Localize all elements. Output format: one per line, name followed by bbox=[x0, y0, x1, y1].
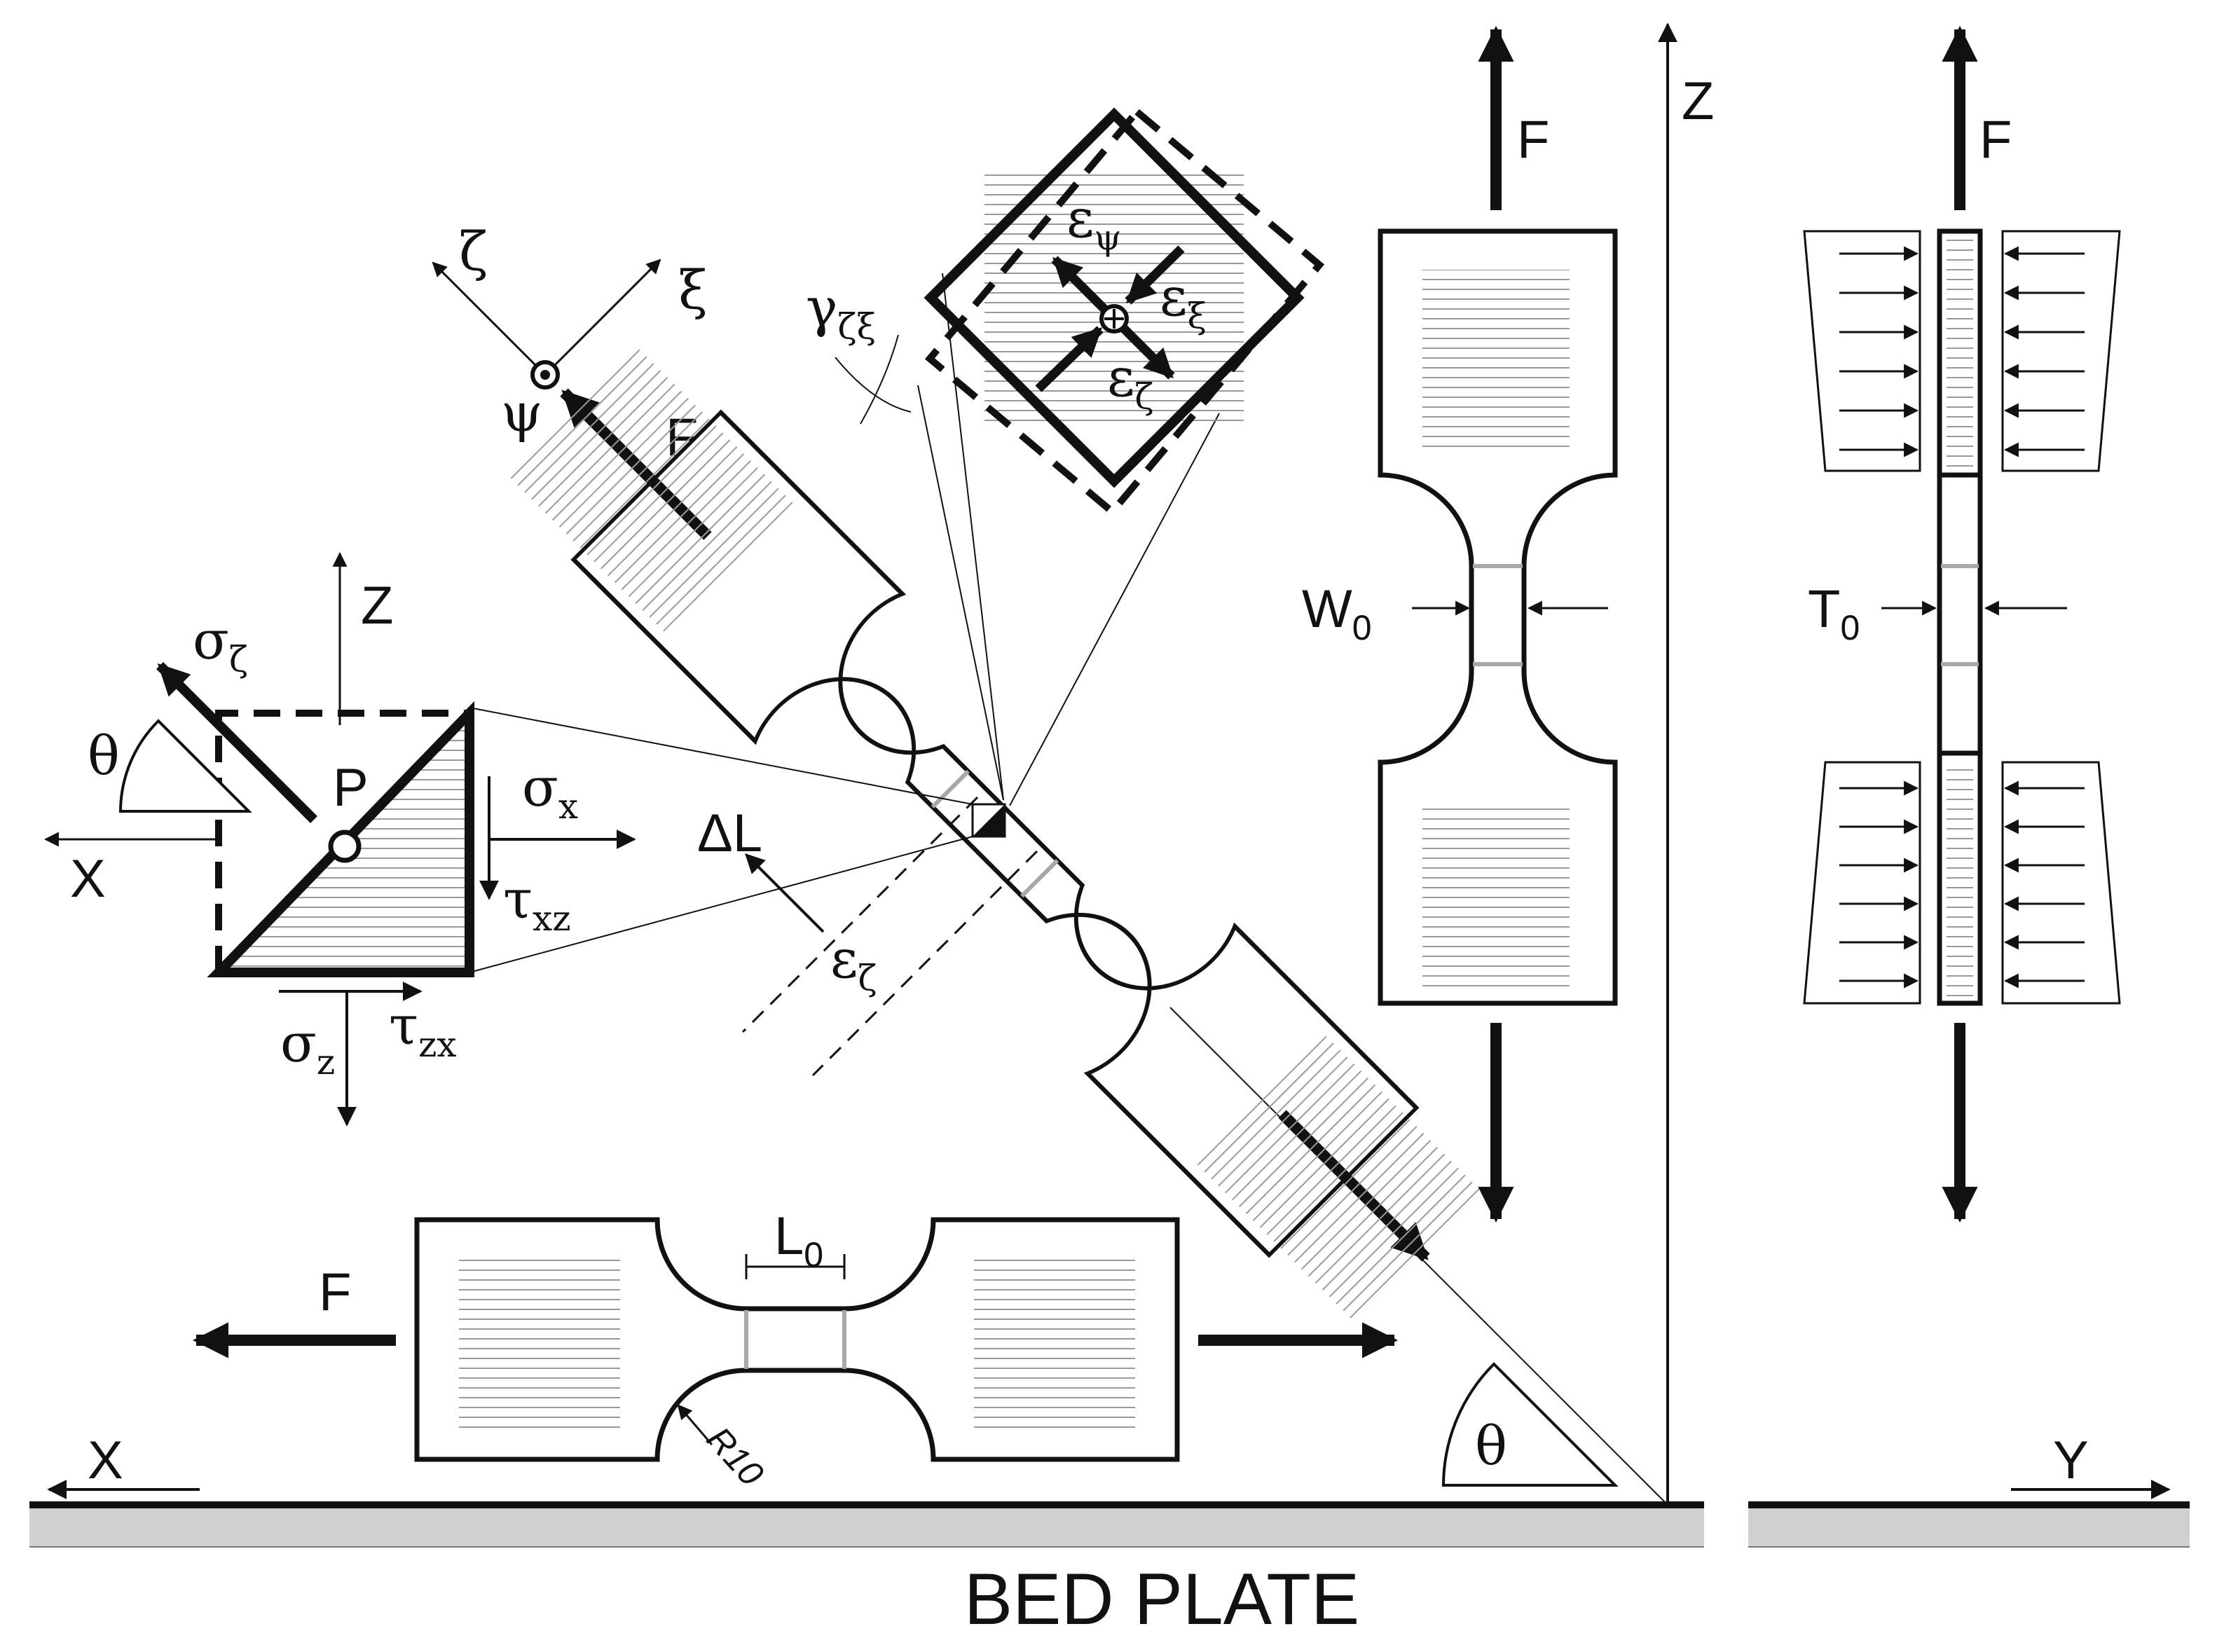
theta-label: θ bbox=[1475, 1414, 1507, 1477]
strain-zeta-label: εζ bbox=[830, 928, 877, 998]
x-axis-label: X bbox=[88, 1431, 123, 1490]
material-point-fill bbox=[973, 804, 1005, 837]
strain-element: εψ εξ εζ γζξ bbox=[806, 106, 1325, 806]
upper-right-clamp bbox=[2001, 230, 2121, 472]
strain-zoom-line-3 bbox=[917, 385, 1004, 801]
shear-stress-zx-label: τzx bbox=[389, 994, 457, 1065]
elongation-label: ΔL bbox=[697, 804, 762, 863]
inclined-gauge-mark-lower bbox=[1020, 859, 1059, 898]
z-axis-label: Z bbox=[1682, 71, 1714, 131]
stress-element: Z X θ σζ P σx τxz σz τzx bbox=[43, 551, 973, 1127]
bed-plate: BED PLATE bbox=[29, 1501, 2190, 1640]
shear-strain-label: γζξ bbox=[806, 276, 876, 347]
stress-zoom-line-top bbox=[469, 707, 973, 805]
strain-arrow-xi-in-lower bbox=[1035, 326, 1104, 392]
flat-specimen-outline bbox=[414, 1217, 1180, 1462]
lower-left-pressure-arrows bbox=[1839, 780, 1919, 989]
local-axes: ζ ξ ψ bbox=[432, 220, 708, 443]
gauge-line-lower bbox=[811, 850, 1038, 1077]
theta-wedge bbox=[1441, 1362, 1619, 1487]
zeta-axis-arrow bbox=[432, 261, 547, 376]
strain-element-undeformed bbox=[924, 107, 1305, 488]
stress-zoom-line-bottom bbox=[469, 836, 973, 973]
lower-right-clamp bbox=[2001, 761, 2121, 1005]
side-view-specimen: F bbox=[1803, 25, 2121, 1223]
stress-theta-wedge bbox=[118, 719, 252, 813]
inclined-gauge-mark-upper bbox=[931, 769, 970, 808]
shear-stress-xz-label: τxz bbox=[503, 868, 571, 939]
local-z-axis-label: Z bbox=[361, 576, 393, 635]
inclined-specimen: F ΔL εζ bbox=[509, 348, 1481, 1319]
side-bar-outline bbox=[1937, 228, 1983, 1006]
upright-grip-bottom-hatch bbox=[1422, 806, 1570, 995]
y-axis-label: Y bbox=[2053, 1431, 2089, 1490]
global-axes: Z X Y bbox=[47, 22, 2171, 1505]
upright-specimen: F W0 bbox=[1302, 25, 1618, 1223]
bed-plate-right-fill bbox=[1748, 1505, 2190, 1547]
strain-zoom-line-2 bbox=[1009, 413, 1220, 806]
flat-grip-left-hatch bbox=[459, 1254, 620, 1436]
gauge-length-label: L0 bbox=[774, 1206, 823, 1274]
normal-stress-x-label: σx bbox=[522, 756, 578, 827]
bed-plate-label: BED PLATE bbox=[964, 1559, 1359, 1640]
upright-force-label: F bbox=[1517, 110, 1549, 170]
strain-xi-label: εξ bbox=[1160, 266, 1207, 336]
strain-element-hatch bbox=[984, 168, 1244, 427]
thickness-label: T0 bbox=[1808, 579, 1860, 647]
side-force-label: F bbox=[1979, 110, 2012, 170]
upper-right-pressure-arrows bbox=[2003, 246, 2085, 457]
lower-left-clamp bbox=[1803, 761, 1921, 1005]
local-x-axis-label: X bbox=[70, 849, 106, 909]
normal-stress-z-label: σz bbox=[280, 1012, 335, 1082]
strain-psi-label: εψ bbox=[1066, 187, 1122, 258]
flat-grip-right-hatch bbox=[974, 1254, 1135, 1436]
normal-stress-zeta-arrow bbox=[156, 662, 317, 823]
strain-arrow-xi-in-upper bbox=[1125, 245, 1185, 305]
side-bar-bottom-hatch bbox=[1947, 762, 1973, 1003]
psi-axis-label: ψ bbox=[501, 381, 543, 443]
inclined-grip-upper-hatch bbox=[509, 348, 797, 636]
point-p-marker bbox=[328, 830, 362, 863]
radius-arrow bbox=[677, 1404, 713, 1445]
inclined-grip-lower-hatch bbox=[1193, 1031, 1481, 1319]
shear-angle-arc-1 bbox=[835, 357, 912, 413]
shear-angle-arc-2 bbox=[860, 334, 899, 425]
side-bar-top-hatch bbox=[1947, 231, 1973, 475]
strain-zoom-line-1 bbox=[942, 273, 1004, 801]
strain-zeta-element-label: εζ bbox=[1107, 346, 1153, 417]
bed-plate-left-fill bbox=[29, 1505, 1704, 1547]
upper-left-clamp bbox=[1803, 230, 1921, 472]
upper-left-pressure-arrows bbox=[1839, 246, 1919, 457]
psi-axis-dot bbox=[540, 370, 550, 380]
xi-axis-label: ξ bbox=[678, 259, 708, 321]
flat-force-label: F bbox=[319, 1262, 351, 1322]
lower-right-pressure-arrows bbox=[2003, 780, 2085, 989]
gauge-line-upper bbox=[741, 796, 979, 1033]
elongation-arrow bbox=[745, 853, 825, 933]
zeta-axis-label: ζ bbox=[459, 220, 488, 282]
width-label: W0 bbox=[1302, 579, 1372, 647]
stress-element-dashed-outline bbox=[215, 710, 469, 972]
radius-label: R10 bbox=[699, 1419, 771, 1494]
point-p-label: P bbox=[333, 758, 369, 818]
upright-specimen-outline bbox=[1378, 228, 1618, 1006]
normal-stress-zeta-label: σζ bbox=[193, 609, 248, 680]
stress-theta-label: θ bbox=[88, 724, 120, 787]
xi-axis-arrow bbox=[544, 259, 661, 376]
flat-specimen: L0 R10 F bbox=[192, 1206, 1399, 1494]
upright-grip-top-hatch bbox=[1422, 270, 1570, 452]
